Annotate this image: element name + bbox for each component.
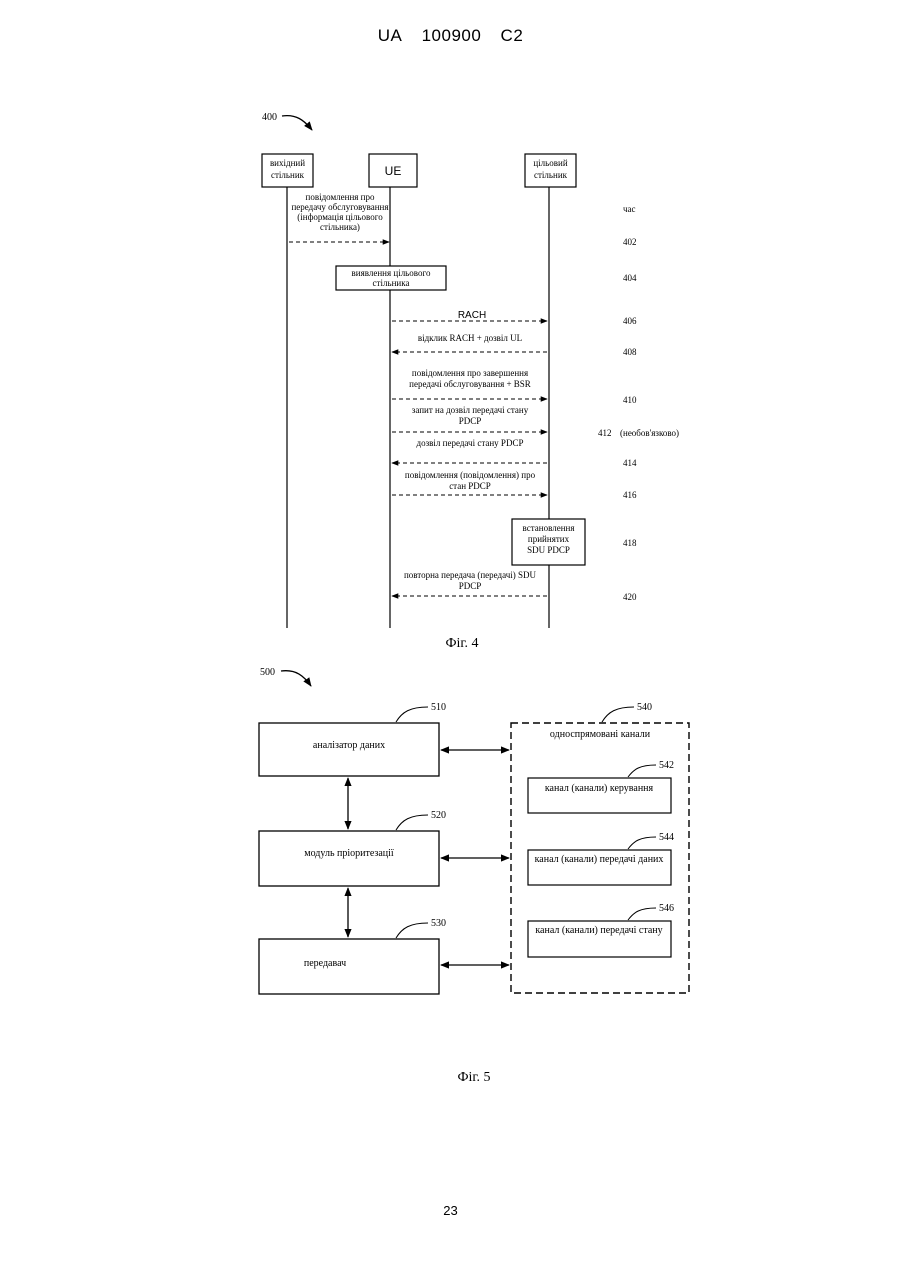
msg404-line2: стільника: [373, 278, 410, 288]
page-number: 23: [0, 1203, 901, 1218]
fig4-ref-arrow: [282, 116, 312, 130]
step-410: 410: [623, 395, 637, 405]
step-402: 402: [623, 237, 637, 247]
step-406: 406: [623, 316, 637, 326]
entity-source-line1: вихідний: [270, 158, 305, 168]
block-data-analyzer-label: аналізатор даних: [313, 740, 385, 751]
msg410-line2: передачі обслуговування + BSR: [409, 379, 531, 389]
msg418-line2: прийнятих: [528, 534, 570, 544]
msg408-label: відклик RACH + дозвіл UL: [418, 333, 522, 343]
step-412-note: (необов'язково): [620, 428, 679, 438]
fig5-caption: Фіг. 5: [457, 1070, 490, 1085]
step-416: 416: [623, 490, 637, 500]
entity-source-line2: стільник: [271, 170, 305, 180]
ref-542-leader: [628, 765, 656, 777]
msg412-line1: запит на дозвіл передачі стану: [412, 405, 529, 415]
fig4-caption: Фіг. 4: [445, 636, 478, 651]
fig5-ref: 500: [260, 667, 275, 678]
block-prioritization-label: модуль пріоритезації: [304, 848, 394, 859]
entity-target-line2: стільник: [534, 170, 568, 180]
block-status-label: канал (канали) передачі стану: [535, 925, 662, 936]
msg404-line1: виявлення цільового: [352, 268, 431, 278]
msg402-line2: передачу обслуговування: [291, 202, 388, 212]
msg402-line4: стільника): [320, 222, 360, 232]
ref-542: 542: [659, 760, 674, 771]
block-transmitter-label: передавач: [304, 958, 346, 969]
step-404: 404: [623, 273, 637, 283]
msg416-line1: повідомлення (повідомлення) про: [405, 470, 536, 480]
entity-target-line1: цільовий: [533, 158, 567, 168]
time-label: час: [623, 204, 636, 214]
step-412: 412: [598, 428, 612, 438]
ref-530: 530: [431, 918, 446, 929]
msg418-line1: встановлення: [523, 523, 575, 533]
step-418: 418: [623, 538, 637, 548]
msg412-line2: PDCP: [459, 416, 482, 426]
fig4-ref: 400: [262, 112, 277, 123]
msg402-line3: (інформація цільового: [297, 212, 383, 222]
block-transmitter: [259, 939, 439, 994]
step-420: 420: [623, 592, 637, 602]
ref-540-leader: [602, 707, 634, 722]
ref-546: 546: [659, 903, 674, 914]
ref-510: 510: [431, 702, 446, 713]
ref-510-leader: [396, 707, 428, 722]
step-408: 408: [623, 347, 637, 357]
block-unidirectional-label: односпрямовані канали: [550, 729, 651, 740]
msg418-line3: SDU PDCP: [527, 545, 570, 555]
block-data-label: канал (канали) передачі даних: [535, 854, 664, 865]
msg402-line1: повідомлення про: [306, 192, 375, 202]
entity-ue-label: UE: [385, 164, 402, 178]
ref-520-leader: [396, 815, 428, 830]
fig4-sequence-diagram: 400 вихідний стільник UE цільовий стільн…: [262, 112, 679, 651]
ref-546-leader: [628, 908, 656, 920]
fig5-ref-arrow: [281, 671, 311, 686]
fig5-block-diagram: 500 аналізатор даних 510 модуль пріорите…: [259, 667, 689, 1085]
msg406-label: RACH: [458, 310, 486, 321]
ref-544-leader: [628, 837, 656, 849]
msg420-line2: PDCP: [459, 581, 482, 591]
ref-540: 540: [637, 702, 652, 713]
block-control-label: канал (канали) керування: [545, 783, 654, 794]
msg414-label: дозвіл передачі стану PDCP: [417, 438, 524, 448]
ref-520: 520: [431, 810, 446, 821]
ref-530-leader: [396, 923, 428, 938]
msg410-line1: повідомлення про завершення: [412, 368, 528, 378]
msg416-line2: стан PDCP: [449, 481, 491, 491]
ref-544: 544: [659, 832, 674, 843]
step-414: 414: [623, 458, 637, 468]
msg420-line1: повторна передача (передачі) SDU: [404, 570, 537, 580]
